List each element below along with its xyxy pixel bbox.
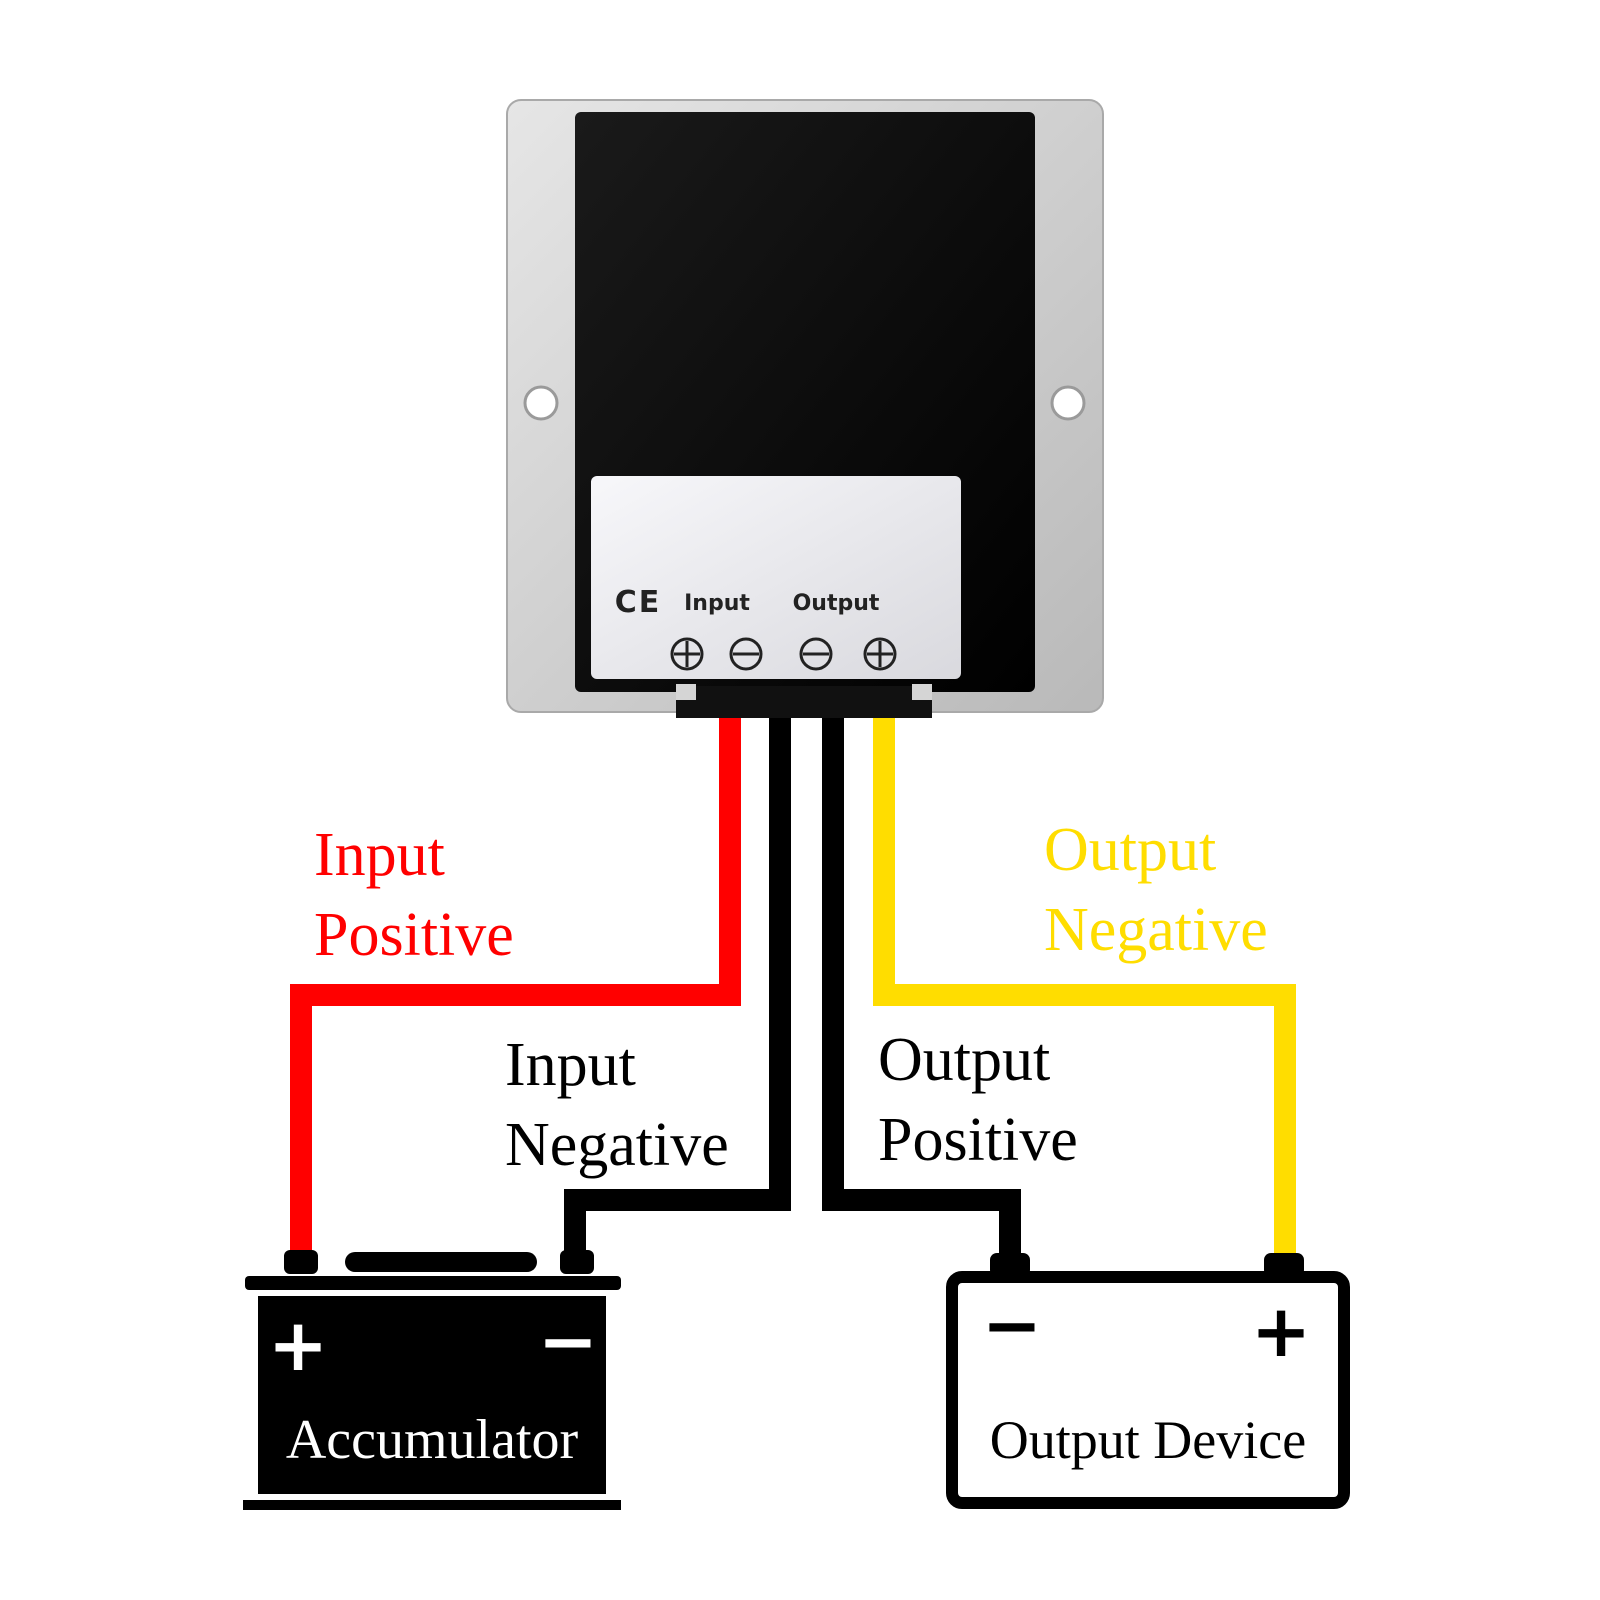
input-positive-line1: Input — [314, 821, 445, 889]
output-positive-wire — [822, 712, 1021, 1262]
terminal-input-plus-icon — [670, 637, 704, 671]
output-positive-line2: Positive — [878, 1106, 1078, 1174]
output-device-plus-sign: + — [1251, 1289, 1311, 1373]
input-positive-line2: Positive — [314, 901, 514, 969]
label-sticker — [591, 476, 961, 679]
input-negative-line1: Input — [505, 1031, 636, 1099]
terminal-output-plus-icon — [863, 637, 897, 671]
accumulator-label: Accumulator — [286, 1409, 579, 1471]
terminal-output-minus-icon — [799, 637, 833, 671]
output-positive-line1: Output — [878, 1026, 1050, 1094]
wires — [290, 712, 1296, 1262]
input-negative-label: Input Negative — [505, 1031, 729, 1179]
label-output-text: Output — [793, 591, 880, 616]
accumulator-battery: + − Accumulator — [243, 1250, 621, 1510]
output-device-label: Output Device — [990, 1410, 1306, 1470]
output-negative-wire — [873, 712, 1296, 1262]
accumulator-positive-terminal — [284, 1250, 318, 1274]
accumulator-negative-terminal — [560, 1250, 594, 1274]
mounting-hole-left — [523, 385, 559, 421]
mounting-hole-right — [1050, 385, 1086, 421]
input-positive-label: Input Positive — [314, 821, 514, 969]
dc-converter-device: CE Input Output — [506, 99, 1104, 718]
output-positive-label: Output Positive — [878, 1026, 1078, 1174]
cable-gland — [676, 686, 932, 718]
output-device-battery: − + Output Device — [946, 1253, 1350, 1509]
ce-mark: CE — [615, 585, 662, 620]
output-device-minus-sign: − — [982, 1283, 1042, 1367]
label-input-text: Input — [684, 591, 750, 616]
accumulator-plus-sign: + — [268, 1303, 328, 1387]
input-positive-wire — [290, 712, 741, 1255]
accumulator-body — [258, 1296, 606, 1494]
output-negative-label: Output Negative — [1044, 816, 1268, 964]
output-negative-line1: Output — [1044, 816, 1216, 884]
input-negative-line2: Negative — [505, 1111, 729, 1179]
output-negative-line2: Negative — [1044, 896, 1268, 964]
accumulator-minus-sign: − — [538, 1299, 598, 1383]
input-negative-wire — [564, 712, 791, 1258]
terminal-input-minus-icon — [729, 637, 763, 671]
output-device-body — [946, 1271, 1350, 1509]
